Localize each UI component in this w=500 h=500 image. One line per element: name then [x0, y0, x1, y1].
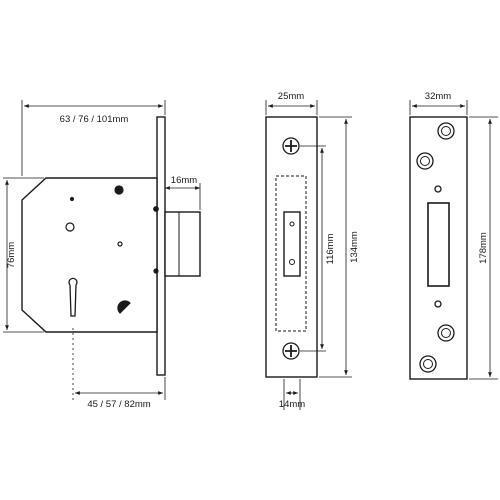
small-hole-icon: [434, 300, 442, 308]
hole-icon: [153, 206, 159, 212]
strike-bolt-slot: [427, 202, 450, 287]
lock-case: [21, 177, 158, 333]
bolt-outline-dashed: [275, 175, 307, 332]
faceplate-height-label: 134mm: [349, 231, 360, 263]
strike-plate-holes: [416, 122, 455, 373]
lock-dimensions: [3, 100, 201, 400]
hole-icon: [65, 222, 75, 232]
hole-icon: [117, 241, 123, 247]
hole-icon: [153, 268, 159, 274]
faceplate-dimensions: [265, 100, 352, 410]
faceplate-screws: [282, 137, 300, 360]
bolt-throw-label: 16mm: [171, 175, 197, 186]
fixing-centres-label: 116mm: [325, 233, 336, 264]
mortice-lock-view: [21, 116, 201, 376]
backset-label: 45 / 57 / 82mm: [87, 399, 150, 410]
screw-hole-icon: [289, 221, 295, 227]
bolt-slot: [283, 211, 301, 277]
deadbolt: [164, 211, 201, 277]
keyhole-icon: [68, 277, 78, 317]
bolt-width-label: 14mm: [279, 399, 305, 410]
strike-width-label: 32mm: [425, 91, 451, 102]
faceplate-view: [265, 116, 318, 378]
lock-width-label: 63 / 76 / 101mm: [60, 114, 129, 125]
hole-icon: [114, 185, 124, 195]
small-hole-icon: [434, 185, 442, 193]
strike-height-label: 178mm: [478, 232, 489, 264]
lock-case-holes: [65, 185, 159, 317]
hole-icon: [69, 196, 75, 202]
screw-hole-icon: [289, 259, 295, 265]
lock-height-label: 76mm: [6, 242, 17, 268]
follower-cutout: [117, 300, 131, 314]
faceplate-width-label: 25mm: [278, 91, 304, 102]
lock-forend-plate: [156, 116, 166, 376]
strike-plate-dimensions: [409, 100, 498, 380]
